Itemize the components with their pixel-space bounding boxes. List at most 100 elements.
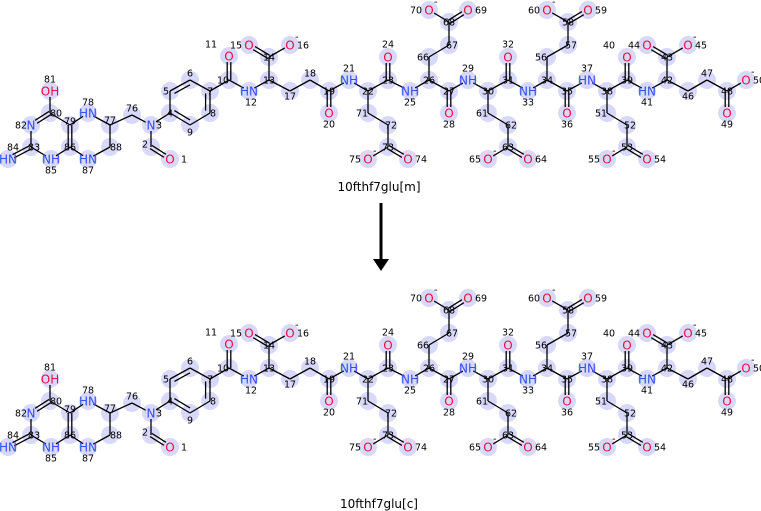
bond <box>687 367 708 380</box>
atom-highlight <box>359 438 377 456</box>
atom-label: O <box>463 292 472 306</box>
bond <box>666 335 684 346</box>
atom-highlight <box>718 104 736 122</box>
atom-label: O <box>363 441 372 455</box>
bond <box>652 45 669 57</box>
atom-label: NH <box>519 373 537 387</box>
bond <box>36 401 52 412</box>
bond <box>367 400 389 414</box>
atom-number: 17 <box>284 380 296 391</box>
charge-label: - <box>693 32 697 43</box>
atom-highlight <box>479 150 497 168</box>
bond <box>487 112 509 126</box>
atom-label: O <box>444 107 453 121</box>
bond <box>49 400 71 414</box>
atom-number: 62 <box>505 409 517 420</box>
atom-highlight <box>440 104 458 122</box>
atom-number: 15 <box>230 41 242 52</box>
bond <box>651 79 668 89</box>
atom-highlight <box>519 82 537 100</box>
atom-number: 6 <box>187 69 193 80</box>
bond <box>149 435 165 446</box>
atom-number: 53 <box>621 431 633 442</box>
atom-number: 72 <box>385 121 397 132</box>
atom-highlight <box>240 82 258 100</box>
atom-label: O <box>244 327 253 341</box>
bond <box>726 82 742 92</box>
atom-number: 64 <box>535 155 547 166</box>
atom-label: NH <box>401 85 419 99</box>
atom-number: 7 <box>207 87 213 98</box>
atom-label: O <box>602 153 611 167</box>
atom-number: 67 <box>446 329 458 340</box>
bond <box>551 300 569 311</box>
bond <box>289 79 311 92</box>
atom-number: 74 <box>415 155 427 166</box>
atom-highlight <box>142 404 160 422</box>
atom-label: O <box>622 51 631 65</box>
atom-number: 28 <box>443 408 455 419</box>
bond <box>487 400 509 414</box>
bond <box>414 367 430 377</box>
bond <box>254 45 271 57</box>
bond <box>625 435 642 447</box>
atom-number: 10 <box>217 364 229 375</box>
bond <box>13 148 33 159</box>
atom-number: 49 <box>721 120 733 131</box>
bond <box>169 112 191 126</box>
atom-number: 57 <box>565 41 577 52</box>
atom-number: 70 <box>410 6 422 17</box>
atom-number: 51 <box>595 109 607 120</box>
atom-highlight <box>41 82 59 100</box>
charge-label: - <box>612 146 616 157</box>
atom-number: 24 <box>382 40 394 51</box>
atom-label: N <box>27 407 36 421</box>
bond <box>433 12 450 23</box>
atom-number: 46 <box>682 380 694 391</box>
atom-highlight <box>558 392 576 410</box>
atom-label: HN <box>0 153 17 167</box>
atom-label: HN <box>638 373 656 387</box>
atom-label: O <box>444 395 453 409</box>
atom-number: 9 <box>187 128 193 139</box>
atom-number: 1 <box>181 155 187 166</box>
bond <box>367 79 389 92</box>
bond <box>566 10 583 22</box>
atom-highlight <box>42 150 60 168</box>
atom-highlight <box>618 48 636 66</box>
atom-label: O <box>363 153 372 167</box>
bond <box>506 435 523 447</box>
atom-number: 79 <box>64 405 76 416</box>
bond <box>566 82 583 92</box>
atom-number: 69 <box>475 6 487 17</box>
atom-number: 65 <box>469 443 481 454</box>
bond <box>252 49 269 60</box>
atom-highlight <box>240 370 258 388</box>
atom-number: 70 <box>410 294 422 305</box>
bond <box>447 11 463 22</box>
atom-label: O <box>224 338 233 352</box>
atom-highlight <box>519 370 537 388</box>
atom-number: 55 <box>588 443 600 454</box>
atom-highlight <box>79 150 97 168</box>
charge-label: - <box>295 320 299 331</box>
bond <box>472 370 489 380</box>
bond <box>189 79 211 92</box>
bond <box>155 112 171 123</box>
atom-label: O <box>324 107 333 121</box>
atom-label: O <box>165 441 174 455</box>
atom-number: 38 <box>601 375 613 386</box>
atom-label: NH <box>459 74 477 88</box>
atom-number: 43 <box>661 341 673 352</box>
charge-label: - <box>373 146 377 157</box>
bond <box>487 367 509 380</box>
atom-number: 50 <box>753 364 761 375</box>
bond <box>568 14 585 25</box>
atom-number: 3 <box>156 121 162 132</box>
atom-highlight <box>379 336 397 354</box>
bond <box>253 367 270 377</box>
bond <box>611 434 628 445</box>
atom-number: 61 <box>476 397 488 408</box>
atom-number: 27 <box>443 87 455 98</box>
bond <box>309 79 330 92</box>
